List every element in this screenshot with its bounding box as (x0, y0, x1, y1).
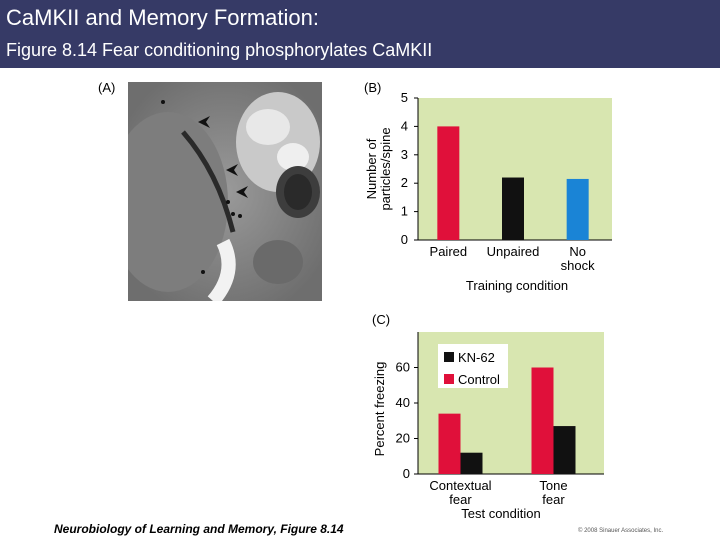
chart-c-y-tick-label: 60 (396, 360, 410, 375)
chart-c-bar (553, 426, 576, 474)
chart-c-y-tick-label: 20 (396, 431, 410, 446)
chart-c-legend-label: KN-62 (458, 350, 495, 365)
chart-b-bar (566, 178, 589, 240)
chart-c-y-axis-label: Percent freezing (372, 362, 387, 457)
chart-c-legend-label: Control (458, 372, 500, 387)
chart-b-x-tick-label: Unpaired (487, 244, 540, 259)
chart-b-y-tick-label: 4 (401, 118, 408, 133)
chart-b-y-tick-label: 0 (401, 232, 408, 247)
chart-b-bar (437, 126, 460, 240)
slide-header: CaMKII and Memory Formation: Figure 8.14… (0, 0, 720, 68)
chart-c-x-axis-label: Test condition (461, 506, 541, 521)
chart-b-x-tick-label: Paired (430, 244, 468, 259)
micrograph-drawing (108, 82, 322, 306)
chart-c-y-tick-label: 0 (403, 466, 410, 481)
chart-c-bar (438, 413, 461, 474)
chart-b-x-axis-label: Training condition (466, 278, 568, 293)
panel-a-label: (A) (98, 80, 116, 95)
slide-subtitle: Figure 8.14 Fear conditioning phosphoryl… (6, 40, 433, 60)
figure-caption: Neurobiology of Learning and Memory, Fig… (54, 522, 344, 536)
copyright-notice: © 2008 Sinauer Associates, Inc. (578, 528, 664, 534)
chart-b-y-tick-label: 3 (401, 147, 408, 162)
chart-b-y-tick-label: 1 (401, 204, 408, 219)
chart-c-legend-swatch (444, 352, 454, 362)
chart-b-y-tick-label: 5 (401, 90, 408, 105)
chart-c-bar (531, 367, 554, 474)
chart-b-y-axis-label: Number ofparticles/spine (364, 127, 393, 210)
chart-b-bar (502, 177, 524, 240)
panel-b-label: (B) (364, 80, 382, 95)
chart-b-y-tick-label: 2 (401, 175, 408, 190)
chart-c-bar (460, 452, 483, 474)
slide-title: CaMKII and Memory Formation: (6, 5, 319, 30)
chart-c-legend-swatch (444, 374, 454, 384)
micrograph-image (108, 82, 322, 306)
chart-c-y-tick-label: 40 (396, 395, 410, 410)
panel-c-label: (C) (372, 312, 391, 327)
